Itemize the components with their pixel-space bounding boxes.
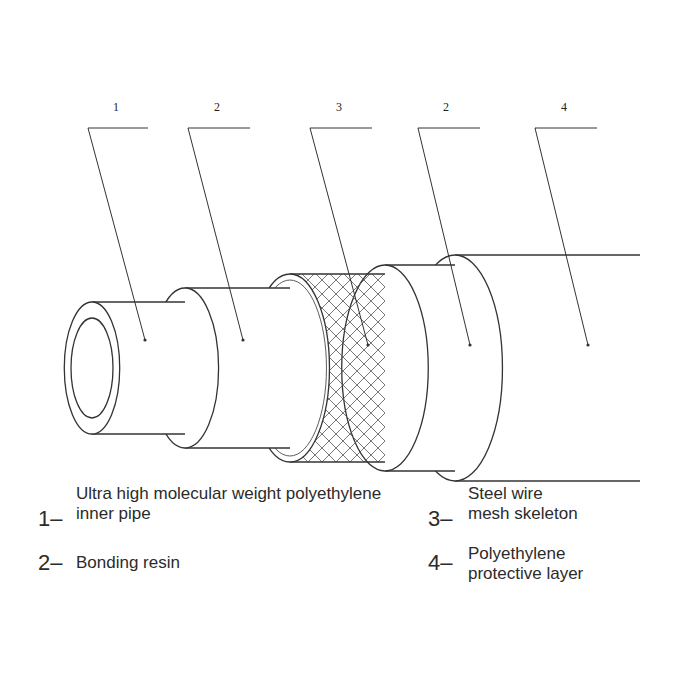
leader-bar bbox=[88, 128, 148, 129]
inner-pipe-face bbox=[64, 302, 119, 434]
key-number: 1– bbox=[38, 506, 78, 532]
inner-pipe-edge bbox=[92, 433, 185, 434]
callout-number: 1 bbox=[113, 100, 133, 114]
key-text: Ultra high molecular weight polyethylene… bbox=[76, 484, 386, 525]
bonding-resin-outer-edge bbox=[385, 470, 455, 471]
protective-layer-edge bbox=[455, 254, 640, 255]
leader-dot bbox=[586, 343, 589, 346]
leader-dot bbox=[468, 343, 471, 346]
key-text: Bonding resin bbox=[76, 553, 376, 573]
bonding-resin-outer-edge bbox=[385, 264, 455, 265]
leader-dot bbox=[366, 343, 369, 346]
inner-pipe bbox=[64, 302, 185, 434]
leader-bar bbox=[310, 128, 372, 129]
leader-bar bbox=[188, 128, 250, 129]
inner-bore bbox=[71, 318, 113, 418]
key-number: 3– bbox=[428, 506, 468, 532]
key-text: Steel wire mesh skeleton bbox=[468, 484, 586, 525]
inner-pipe-edge bbox=[92, 301, 185, 302]
steel-mesh-layer-edge bbox=[290, 461, 385, 462]
callout-number: 2 bbox=[443, 100, 463, 114]
leader-dot bbox=[143, 338, 146, 341]
bonding-resin-inner-edge bbox=[185, 287, 290, 288]
bonding-resin-inner-edge bbox=[185, 447, 290, 448]
steel-mesh-layer-edge bbox=[290, 273, 385, 274]
protective-layer-edge bbox=[455, 480, 640, 481]
key-number: 4– bbox=[428, 550, 468, 576]
leader-line bbox=[310, 128, 368, 345]
callout-number: 3 bbox=[336, 100, 356, 114]
callout-number: 4 bbox=[561, 100, 581, 114]
leader-line bbox=[188, 128, 243, 340]
leader-bar bbox=[535, 128, 597, 129]
callout-number: 2 bbox=[214, 100, 234, 114]
leader-line bbox=[535, 128, 588, 345]
leader-line bbox=[88, 128, 145, 340]
leader-line bbox=[418, 128, 470, 345]
key-number: 2– bbox=[38, 550, 78, 576]
leader-bar bbox=[418, 128, 480, 129]
key-text: Polyethylene protective layer bbox=[468, 544, 618, 585]
leader-dot bbox=[241, 338, 244, 341]
